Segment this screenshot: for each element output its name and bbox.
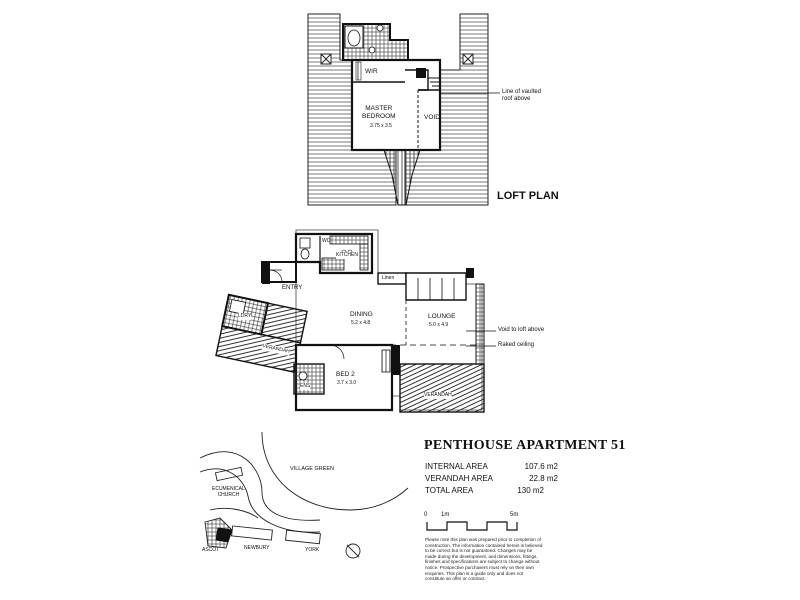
loft-plan: [307, 13, 500, 206]
loft-label-wir: WIR: [365, 68, 378, 75]
loft-label-void: VOID: [424, 114, 440, 121]
label-bed2-size: 3.7 x 3.0: [337, 380, 357, 386]
callout-raked-ceiling: Raked ceiling: [498, 342, 535, 348]
label-dining-size: 5.2 x 4.8: [351, 320, 371, 326]
laundry-verandah: [215, 293, 308, 373]
area-row-internal-label: INTERNAL AREA: [425, 462, 488, 471]
loft-label-master-size: 3.75 x 3.5: [370, 123, 392, 129]
scale-label-one: 1m: [441, 512, 450, 518]
area-row-verandah-label: VERANDAH AREA: [425, 474, 494, 483]
label-linen: Linen: [382, 275, 395, 281]
area-row-total-label: TOTAL AREA: [425, 486, 474, 495]
label-verandah-south: VERANDAH: [424, 392, 452, 399]
area-row-internal-value: 107.6 m2: [524, 462, 558, 471]
loft-label-master-bedroom: MASTER BEDROOM: [362, 105, 396, 120]
scale-label-zero: 0: [424, 512, 428, 518]
label-lounge-size: 5.0 x 4.9: [429, 322, 449, 328]
area-row-verandah-value: 22.8 m2: [529, 474, 558, 483]
label-kitchen: KITCHEN: [336, 252, 358, 259]
site-plan: [199, 431, 409, 559]
loft-callout-vaulted-roof: Line of vaulted roof above: [502, 89, 542, 102]
label-bed2: BED 2: [336, 371, 355, 378]
stairs: [405, 272, 467, 301]
site-label-newbury: NEWBURY: [244, 545, 270, 551]
site-label-village-green: VILLAGE GREEN: [290, 466, 335, 472]
disclaimer-note: Please note this plan was prepared prior…: [425, 537, 543, 582]
label-laundry: LDRY: [238, 313, 252, 320]
floor-plan: [215, 229, 496, 413]
callout-void-to-loft: Void to loft above: [498, 327, 545, 333]
scale-bar: [426, 521, 518, 531]
label-lounge: LOUNGE: [428, 313, 456, 320]
site-label-york: YORK: [305, 547, 320, 553]
site-label-church: ECUMENICAL CHURCH: [212, 486, 245, 498]
label-ensuite: ENS: [300, 383, 311, 390]
loft-plan-heading: LOFT PLAN: [497, 190, 559, 202]
verandah-south: [399, 363, 485, 413]
label-wc: WC: [322, 238, 331, 244]
label-entry: ENTRY: [282, 285, 303, 291]
loft-vault: [383, 149, 421, 206]
area-row-total-value: 130 m2: [517, 486, 544, 495]
apartment-title: PENTHOUSE APARTMENT 51: [424, 438, 626, 453]
site-label-ascot: ASCOT: [202, 547, 220, 553]
label-dining: DINING: [350, 311, 373, 318]
scale-label-five: 5m: [510, 512, 519, 518]
